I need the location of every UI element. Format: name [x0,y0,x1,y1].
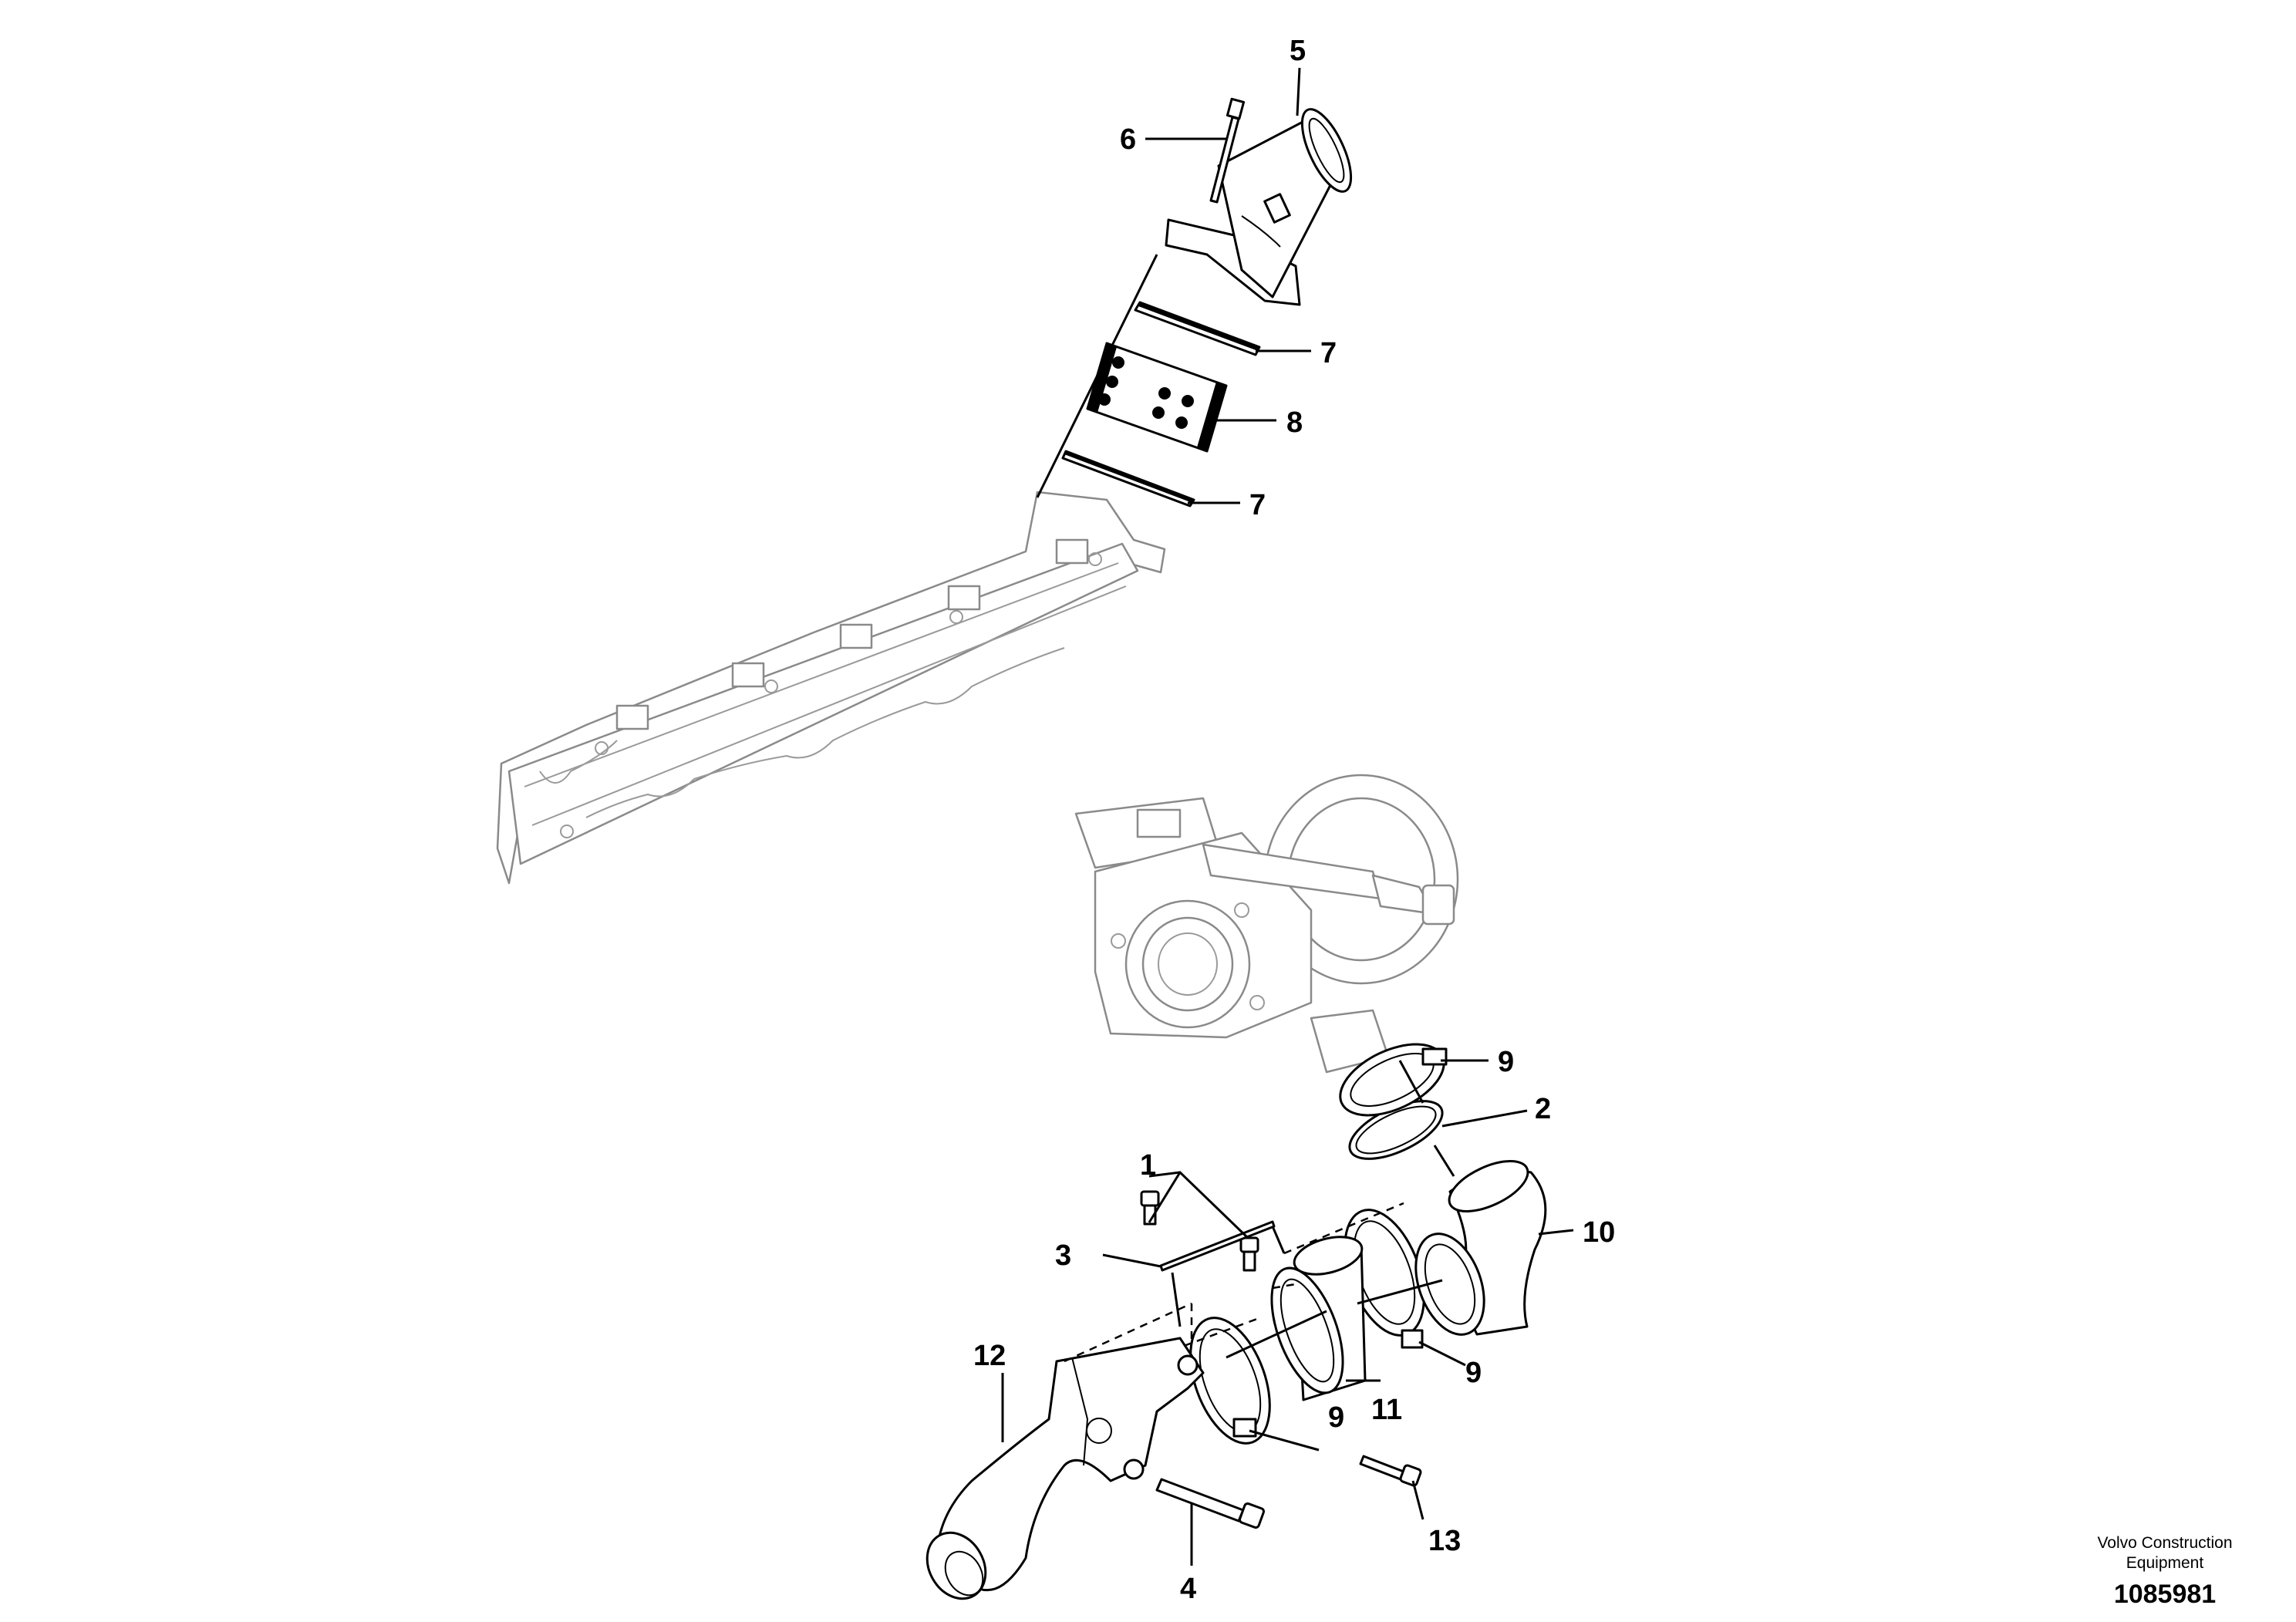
callout-7-upper: 7 [1320,337,1337,369]
brand-block: Volvo Construction Equipment 1085981 [2065,1533,2265,1610]
part-5-exhaust-elbow [1165,108,1353,306]
callout-9-middle: 9 [1465,1357,1482,1389]
turbocharger [1074,774,1459,1074]
part-8-clamp [1086,342,1228,453]
callout-5: 5 [1290,35,1306,67]
assembly-line-turbo-lower [1433,1145,1455,1177]
part-10-elbow-pipe [1414,1160,1547,1336]
part-4-long-bolt [1155,1478,1266,1529]
callout-8: 8 [1286,406,1303,439]
callout-1: 1 [1140,1149,1156,1182]
part-13-bolt [1359,1455,1422,1487]
part-9-clamp-lower [1189,1317,1271,1445]
leader-lines [1001,67,1574,1566]
assembly-dashed-line-lower [1064,1302,1192,1363]
brand-name: Volvo Construction [2097,1534,2233,1552]
part-12-outlet-pipe [925,1337,1205,1600]
callout-13: 13 [1428,1525,1461,1557]
exhaust-manifold [496,491,1166,885]
part-6-bolt [1209,97,1246,204]
callout-labels: 5 6 7 8 7 9 2 1 10 3 9 12 11 9 13 4 [973,35,1615,1605]
callout-9-top: 9 [1498,1046,1514,1078]
callout-6: 6 [1120,123,1136,156]
part-3-rod [1159,1220,1276,1272]
assembly-line-clamps [1226,1279,1443,1359]
part-1-bolt-left [1140,1190,1160,1226]
part-9-clamp-top [1339,1043,1448,1117]
callout-2: 2 [1535,1093,1551,1125]
callout-12: 12 [973,1340,1006,1372]
callout-9-lower: 9 [1328,1401,1344,1434]
assembly-line-upper [1036,254,1158,498]
callout-3: 3 [1055,1239,1071,1272]
drawing-number: 1085981 [2113,1580,2217,1609]
callout-10: 10 [1583,1216,1615,1249]
part-11-sleeve [1270,1236,1367,1401]
callout-4: 4 [1180,1573,1196,1605]
callout-11: 11 [1371,1394,1402,1426]
callout-7-lower: 7 [1249,489,1266,521]
part-1-bolt-right [1239,1236,1259,1272]
part-7-gasket-lower [1061,450,1195,508]
part-7-gasket-upper [1134,301,1261,356]
brand-name-line2: Equipment [2126,1554,2204,1572]
assembly-line-turbo [1398,1060,1424,1104]
